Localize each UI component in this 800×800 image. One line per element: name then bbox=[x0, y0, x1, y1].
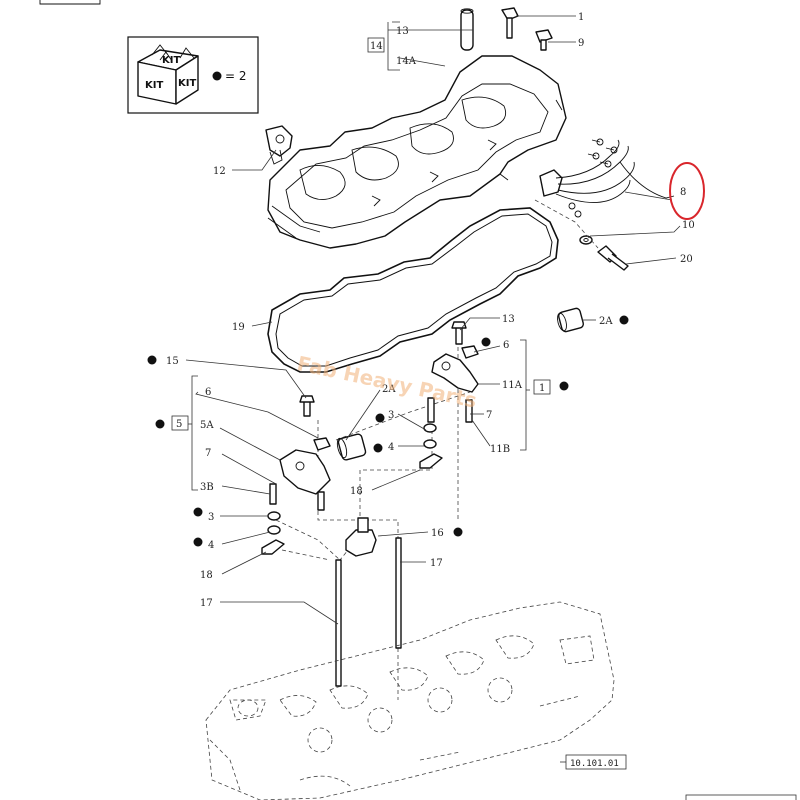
callout-6-left: 6 bbox=[205, 387, 211, 398]
kit-label-right: KIT bbox=[178, 78, 196, 89]
callout-3-left: 3 bbox=[208, 512, 214, 523]
callout-14a: 14A bbox=[396, 56, 417, 67]
callout-18-left: 18 bbox=[200, 570, 213, 581]
callout-8: 8 bbox=[680, 187, 686, 198]
callout-13-top: 13 bbox=[396, 26, 409, 37]
callout-7-right: 7 bbox=[486, 410, 492, 421]
locknut-left bbox=[313, 437, 331, 451]
callout-9: 9 bbox=[578, 38, 584, 49]
kit-quantity: = 2 bbox=[225, 69, 247, 83]
callout-14-box: 14 bbox=[370, 41, 383, 52]
callout-1-box: 1 bbox=[539, 383, 545, 394]
kit-label-top: KIT bbox=[162, 55, 180, 66]
callout-18-mid: 18 bbox=[350, 486, 363, 497]
callout-box-1 bbox=[533, 379, 551, 395]
push-rods bbox=[335, 537, 402, 687]
injector-harness bbox=[539, 138, 675, 218]
kit-legend: KIT KIT KIT = 2 bbox=[127, 36, 259, 114]
valve-bridge-mid bbox=[419, 453, 443, 469]
kit-bullets bbox=[147, 315, 629, 547]
callout-2a-right: 2A bbox=[599, 316, 613, 327]
harness-bolt bbox=[597, 245, 629, 271]
callout-11a: 11A bbox=[502, 380, 523, 391]
callout-17-left: 17 bbox=[200, 598, 213, 609]
rocker-pedestal-stud-right bbox=[427, 397, 473, 423]
callout-4-left: 4 bbox=[208, 540, 214, 551]
cover-gasket bbox=[267, 207, 559, 373]
leader-lines bbox=[185, 15, 681, 763]
cover-bolt bbox=[501, 7, 519, 39]
sealing-washer bbox=[579, 235, 593, 245]
rocker-shaft-bushing-left bbox=[336, 433, 367, 461]
kit-box-icon bbox=[137, 44, 199, 105]
rocker-arm-left bbox=[279, 449, 331, 495]
callout-1-top: 1 bbox=[578, 12, 584, 23]
callout-20: 20 bbox=[680, 254, 693, 265]
breather-tube bbox=[460, 8, 474, 51]
valve-cover bbox=[267, 55, 567, 249]
highlight-ring bbox=[669, 162, 705, 220]
callout-box-14 bbox=[367, 37, 385, 53]
callout-box-5 bbox=[171, 415, 189, 431]
frame-corner bbox=[39, 0, 101, 5]
assembly-guides bbox=[275, 199, 599, 700]
rocker-pedestal bbox=[345, 517, 377, 557]
callout-5a: 5A bbox=[200, 420, 214, 431]
bottom-edge-box bbox=[685, 794, 797, 800]
callout-10: 10 bbox=[682, 220, 695, 231]
callout-16: 16 bbox=[431, 528, 444, 539]
callout-4-mid: 4 bbox=[388, 442, 394, 453]
callout-7-left: 7 bbox=[205, 448, 211, 459]
kit-label-left: KIT bbox=[145, 80, 163, 91]
callout-19: 19 bbox=[232, 322, 245, 333]
grommet-clip bbox=[265, 125, 293, 165]
locknut-right bbox=[461, 345, 479, 359]
callout-2a-left: 2A bbox=[382, 384, 396, 395]
callout-13-mid: 13 bbox=[502, 314, 515, 325]
reference-box bbox=[565, 754, 627, 770]
rocker-shaft-bushing-right bbox=[557, 307, 585, 333]
callout-15: 15 bbox=[166, 356, 179, 367]
bolt-left bbox=[299, 395, 315, 417]
washer-left bbox=[267, 511, 281, 535]
callout-12: 12 bbox=[213, 166, 226, 177]
cover-nut bbox=[535, 29, 553, 51]
callout-3b: 3B bbox=[200, 482, 214, 493]
callout-17-right: 17 bbox=[430, 558, 443, 569]
washer-mid bbox=[423, 423, 437, 449]
valve-bridge-left bbox=[261, 539, 285, 555]
callout-5-box: 5 bbox=[176, 419, 182, 430]
kit-bullet bbox=[212, 71, 222, 81]
callout-3-mid: 3 bbox=[388, 410, 394, 421]
rocker-arm-right bbox=[431, 353, 479, 393]
callout-6-right: 6 bbox=[503, 340, 509, 351]
reference-code: 10.101.01 bbox=[570, 759, 619, 769]
cylinder-head bbox=[205, 601, 615, 800]
callout-11b: 11B bbox=[490, 444, 510, 455]
